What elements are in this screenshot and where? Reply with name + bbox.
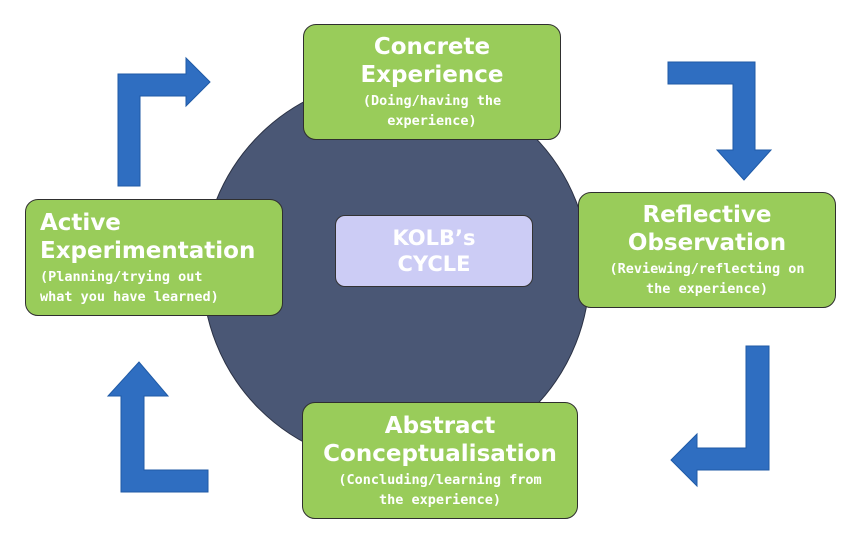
stage-abstract-conceptualisation: Abstract Conceptualisation (Concluding/l… — [302, 402, 578, 519]
stage-title: Active Experimentation — [40, 209, 256, 264]
stage-reflective-observation: Reflective Observation (Reviewing/reflec… — [578, 192, 836, 308]
arrow-active-to-concrete — [117, 56, 211, 187]
arrow-abstract-to-active — [106, 361, 209, 493]
stage-description: (Reviewing/reflecting on the experience) — [609, 261, 805, 297]
stage-title: Abstract Conceptualisation — [323, 412, 557, 467]
arrow-concrete-to-reflective — [667, 61, 773, 181]
stage-title: Reflective Observation — [627, 202, 787, 256]
stage-description: (Planning/trying out what you have learn… — [40, 268, 219, 305]
stage-description: (Concluding/learning from the experience… — [338, 471, 542, 508]
cycle-center-label: KOLB’s CYCLE — [335, 215, 533, 287]
stage-title: Concrete Experience — [360, 34, 504, 88]
stage-concrete-experience: Concrete Experience (Doing/having the ex… — [303, 24, 561, 140]
stage-active-experimentation: Active Experimentation (Planning/trying … — [25, 199, 283, 316]
stage-description: (Doing/having the experience) — [362, 93, 502, 129]
arrow-reflective-to-abstract — [670, 345, 770, 488]
